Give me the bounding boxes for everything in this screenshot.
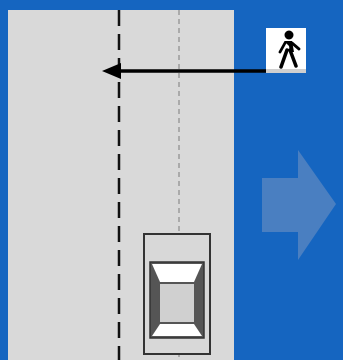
car-top-view-icon [143,233,211,355]
pedestrian-figure [278,30,301,69]
car-windshield [152,264,202,282]
pedestrian-crossing-icon [266,28,306,73]
crossing-path-arrow [102,63,278,79]
arrow-head [102,63,121,79]
car-rear-window [152,324,202,336]
car-roof [160,284,194,322]
right-direction-arrow-icon [262,150,336,260]
pedestrian-sign-base [266,69,306,73]
